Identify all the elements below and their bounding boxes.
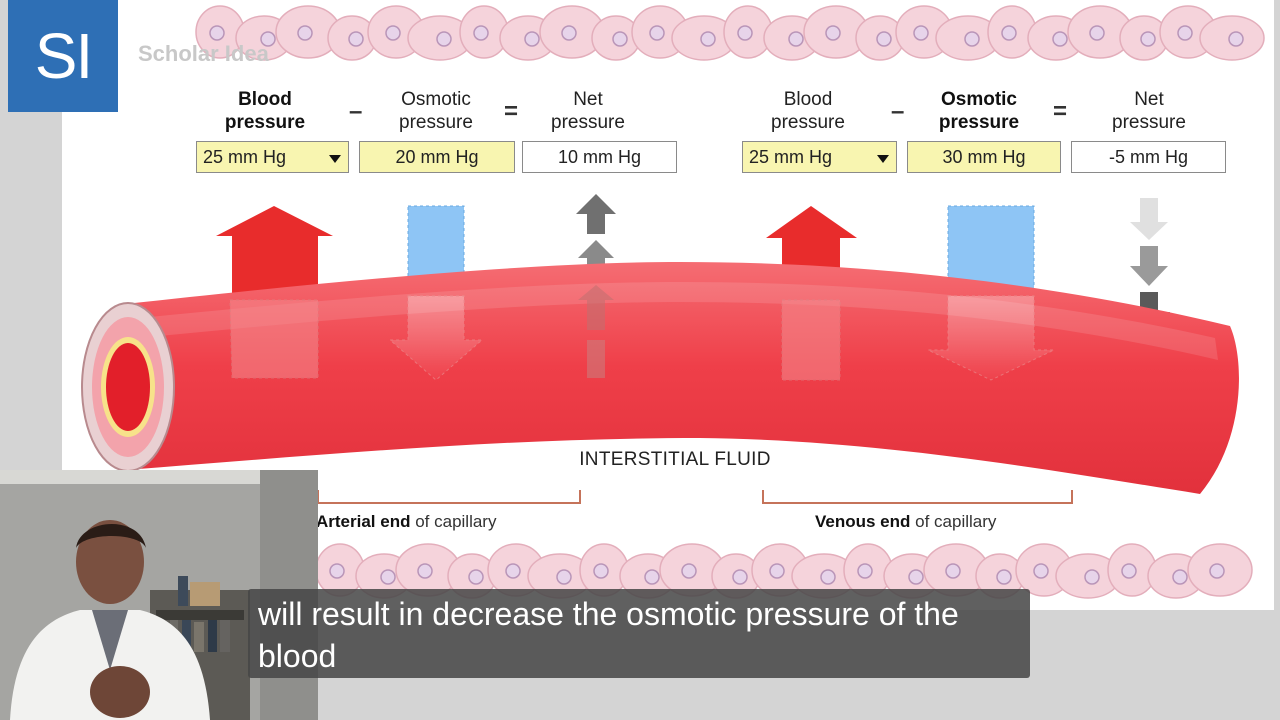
scholar-idea-logo: SI <box>8 0 118 112</box>
capillary-cross-section <box>81 302 175 472</box>
venous-net-pressure-label: Net pressure <box>1112 89 1186 133</box>
venous-end-label: Venous end of capillary <box>815 512 997 531</box>
venous-end-bracket <box>762 490 1073 504</box>
arterial-blood-pressure-value: 25 mm Hg <box>203 147 287 167</box>
venous-blood-pressure-value: 25 mm Hg <box>749 147 833 167</box>
interstitial-fluid-label: INTERSTITIAL FLUID <box>579 449 771 470</box>
arterial-net-pressure-field: 10 mm Hg <box>522 141 677 173</box>
arterial-blood-pressure-select[interactable]: 25 mm Hg <box>196 141 349 173</box>
dropdown-caret-icon <box>329 155 341 163</box>
dropdown-caret-icon <box>877 155 889 163</box>
venous-blood-pressure-label: Blood pressure <box>771 89 845 133</box>
arterial-end-bracket <box>317 490 581 504</box>
faded-down-arrows <box>229 285 1055 381</box>
arterial-blood-pressure-label: Blood pressure <box>224 89 306 133</box>
venous-osmotic-pressure-label: Osmotic pressure <box>938 89 1020 133</box>
venous-equals-sign: = <box>1053 98 1068 125</box>
arterial-osmotic-pressure-field[interactable]: 20 mm Hg <box>359 141 515 173</box>
arterial-net-pressure-label: Net pressure <box>551 89 625 133</box>
arterial-equals-sign: = <box>504 98 519 125</box>
arterial-blood-pressure-up-arrow-icon <box>216 206 333 300</box>
venous-blood-pressure-select[interactable]: 25 mm Hg <box>742 141 897 173</box>
venous-minus-sign: – <box>891 98 905 125</box>
brand-watermark: Scholar Idea <box>138 41 269 66</box>
arterial-minus-sign: – <box>349 98 363 125</box>
venous-osmotic-pressure-field[interactable]: 30 mm Hg <box>907 141 1061 173</box>
venous-net-pressure-field: -5 mm Hg <box>1071 141 1226 173</box>
video-subtitle: will result in decrease the osmotic pres… <box>248 589 1030 678</box>
arterial-osmotic-pressure-label: Osmotic pressure <box>399 89 473 133</box>
arterial-end-label: Arterial end of capillary <box>316 512 497 531</box>
